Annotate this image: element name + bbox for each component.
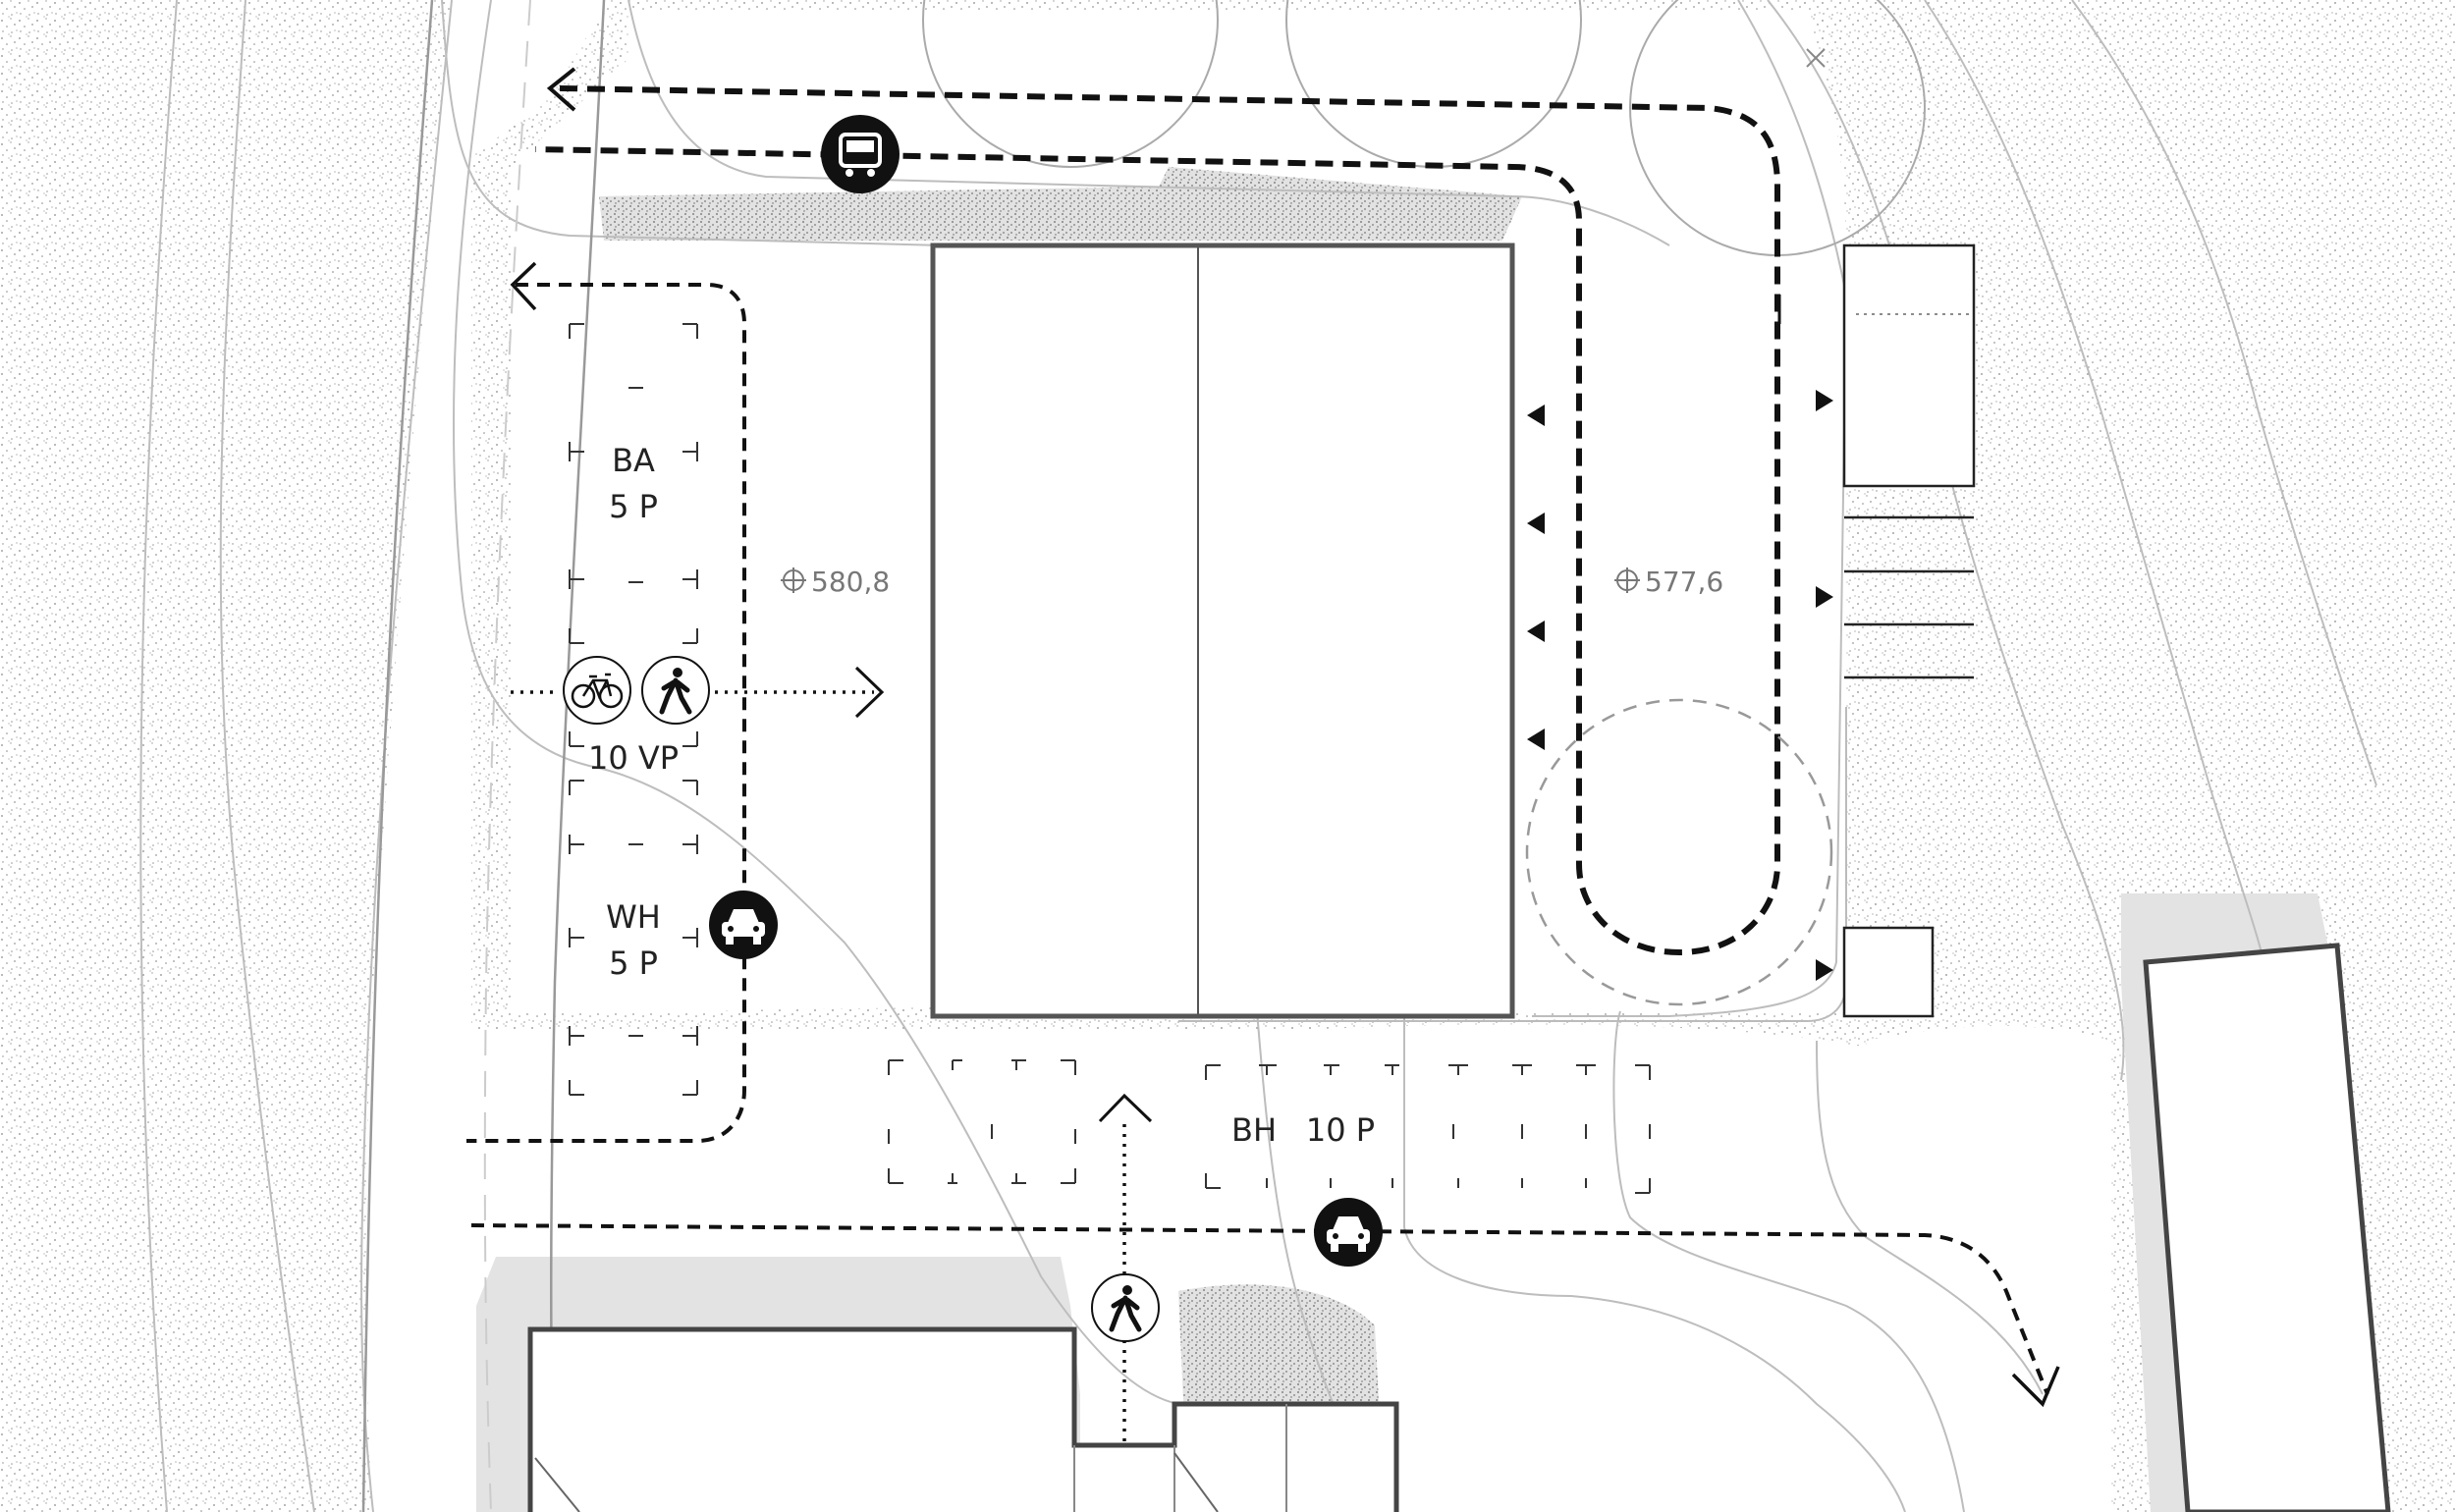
turning-circle <box>1525 698 1833 1006</box>
label-wh: WH <box>606 898 661 936</box>
label-ba: BA <box>612 442 655 479</box>
car-route-arrow-south <box>2011 1366 2060 1408</box>
south-buildings <box>527 1326 1399 1512</box>
label-vp: 10 VP <box>588 739 679 777</box>
main-building <box>930 243 1515 1019</box>
east-structures <box>1842 243 1976 1018</box>
east-building <box>2143 943 2391 1512</box>
car-icon <box>1314 1198 1383 1267</box>
bicycle-icon <box>563 656 631 725</box>
elevation-marker-east: 577,6 <box>1614 566 1723 598</box>
pedestrian-icon <box>641 656 710 725</box>
bus-icon <box>821 115 900 193</box>
entrance-markers <box>1527 390 1833 981</box>
bus-route-arrow <box>546 67 576 112</box>
label-ba-parking: 5 P <box>609 488 658 525</box>
bus-route <box>534 85 1780 956</box>
label-bh: BH <box>1231 1111 1277 1149</box>
label-bh-parking: 10 P <box>1306 1111 1375 1149</box>
car-routes <box>466 283 2049 1395</box>
car-route-arrow-west <box>510 261 537 311</box>
label-wh-parking: 5 P <box>609 945 658 982</box>
elevation-west: 580,8 <box>811 566 890 598</box>
elevation-east: 577,6 <box>1645 566 1723 598</box>
car-icon <box>709 891 778 959</box>
elevation-marker-west: 580,8 <box>781 566 890 598</box>
pedestrian-arrow-east <box>854 666 885 719</box>
pedestrian-routes <box>511 690 1126 1443</box>
parking-bays <box>569 323 1651 1194</box>
pedestrian-icon <box>1091 1273 1160 1342</box>
pedestrian-arrow-north <box>1098 1093 1153 1123</box>
